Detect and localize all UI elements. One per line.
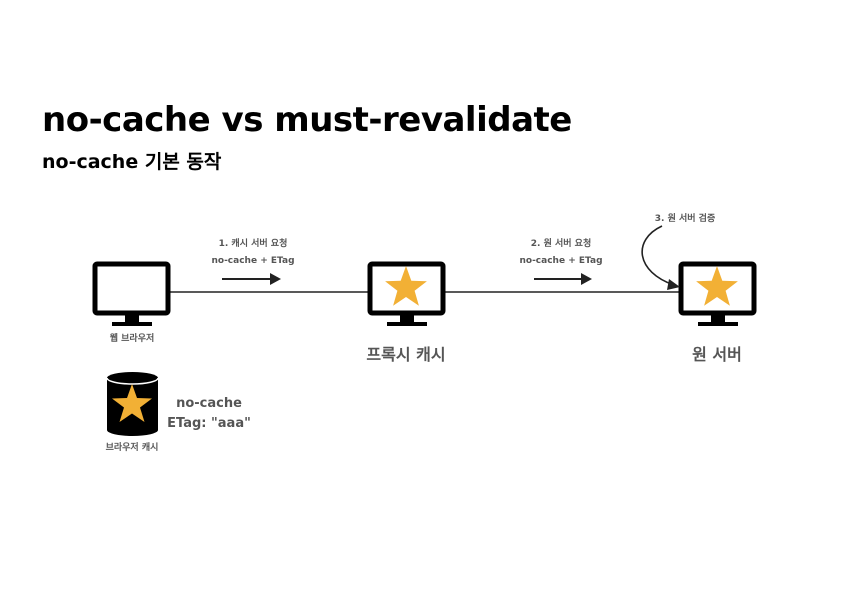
browser-monitor-icon bbox=[92, 261, 171, 326]
cache-star-icon bbox=[112, 384, 152, 422]
arrow-right-icon bbox=[222, 273, 281, 285]
cache-etag: ETag: "aaa" bbox=[167, 416, 251, 431]
page-title: no-cache vs must-revalidate bbox=[42, 100, 572, 140]
origin-star-icon bbox=[696, 266, 738, 306]
step-2-title: 2. 원 서버 요청 bbox=[530, 239, 592, 249]
proxy-star-icon bbox=[385, 266, 427, 306]
step-1-detail: no-cache + ETag bbox=[211, 256, 295, 266]
step-1-title: 1. 캐시 서버 요청 bbox=[218, 239, 288, 249]
browser-cache-label: 브라우저 캐시 bbox=[105, 443, 159, 453]
cache-directive: no-cache bbox=[176, 396, 242, 411]
curved-arrow-icon bbox=[641, 225, 680, 290]
origin-label: 원 서버 bbox=[692, 345, 742, 364]
proxy-label: 프록시 캐시 bbox=[366, 345, 446, 364]
browser-label: 웹 브라우저 bbox=[109, 334, 155, 344]
step-2-detail: no-cache + ETag bbox=[519, 256, 603, 266]
step-1-label: 1. 캐시 서버 요청 no-cache + ETag bbox=[198, 236, 308, 270]
page-subtitle: no-cache 기본 동작 bbox=[42, 151, 222, 173]
browser-cache-info: no-cache ETag: "aaa" bbox=[164, 394, 254, 434]
step-3-label: 3. 원 서버 검증 bbox=[640, 211, 730, 228]
step-3-title: 3. 원 서버 검증 bbox=[654, 214, 716, 224]
arrow-right-icon bbox=[534, 273, 592, 285]
step-2-label: 2. 원 서버 요청 no-cache + ETag bbox=[506, 236, 616, 270]
